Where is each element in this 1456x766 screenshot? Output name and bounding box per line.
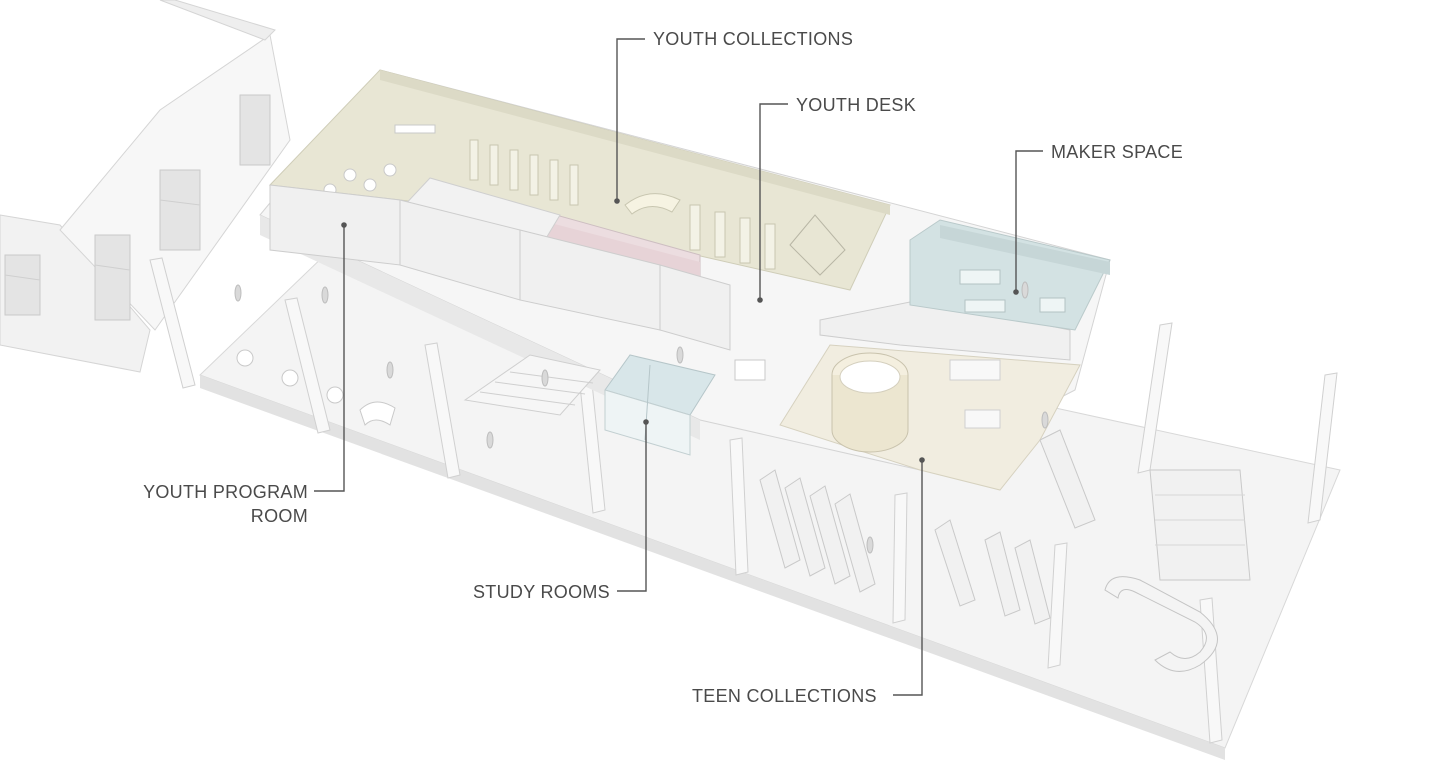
maker-space-zone (909, 219, 1111, 331)
upper-walls (269, 184, 1071, 361)
leader-youth-program-room (314, 225, 345, 492)
label-youth-desk: YOUTH DESK (796, 95, 917, 115)
leader-teen-collections (893, 460, 923, 696)
stairs (463, 354, 601, 416)
teen-lounge-zone (779, 344, 1081, 491)
leader-lines (314, 38, 1043, 696)
youth-collections-zone (268, 69, 891, 291)
leader-youth-desk (759, 103, 788, 300)
label-youth-program-room-line1: YOUTH PROGRAM (143, 482, 308, 502)
label-maker-space: MAKER SPACE (1051, 142, 1183, 162)
label-teen-collections: TEEN COLLECTIONS (692, 686, 877, 706)
label-study-rooms: STUDY ROOMS (473, 582, 610, 602)
label-youth-collections: YOUTH COLLECTIONS (653, 29, 854, 49)
leader-study-rooms (617, 422, 647, 592)
lobby-furniture (236, 349, 766, 426)
teen-collections-stacks (759, 429, 1251, 672)
leader-youth-collections (616, 38, 645, 201)
leader-dots (341, 198, 1019, 463)
label-youth-program-room-line2: ROOM (250, 506, 308, 526)
leader-maker-space (1015, 150, 1043, 292)
ground-columns (149, 257, 1338, 744)
label-youth-program-room: YOUTH PROGRAM ROOM (120, 480, 308, 528)
people (234, 281, 1049, 554)
adjacent-building (0, 0, 291, 373)
